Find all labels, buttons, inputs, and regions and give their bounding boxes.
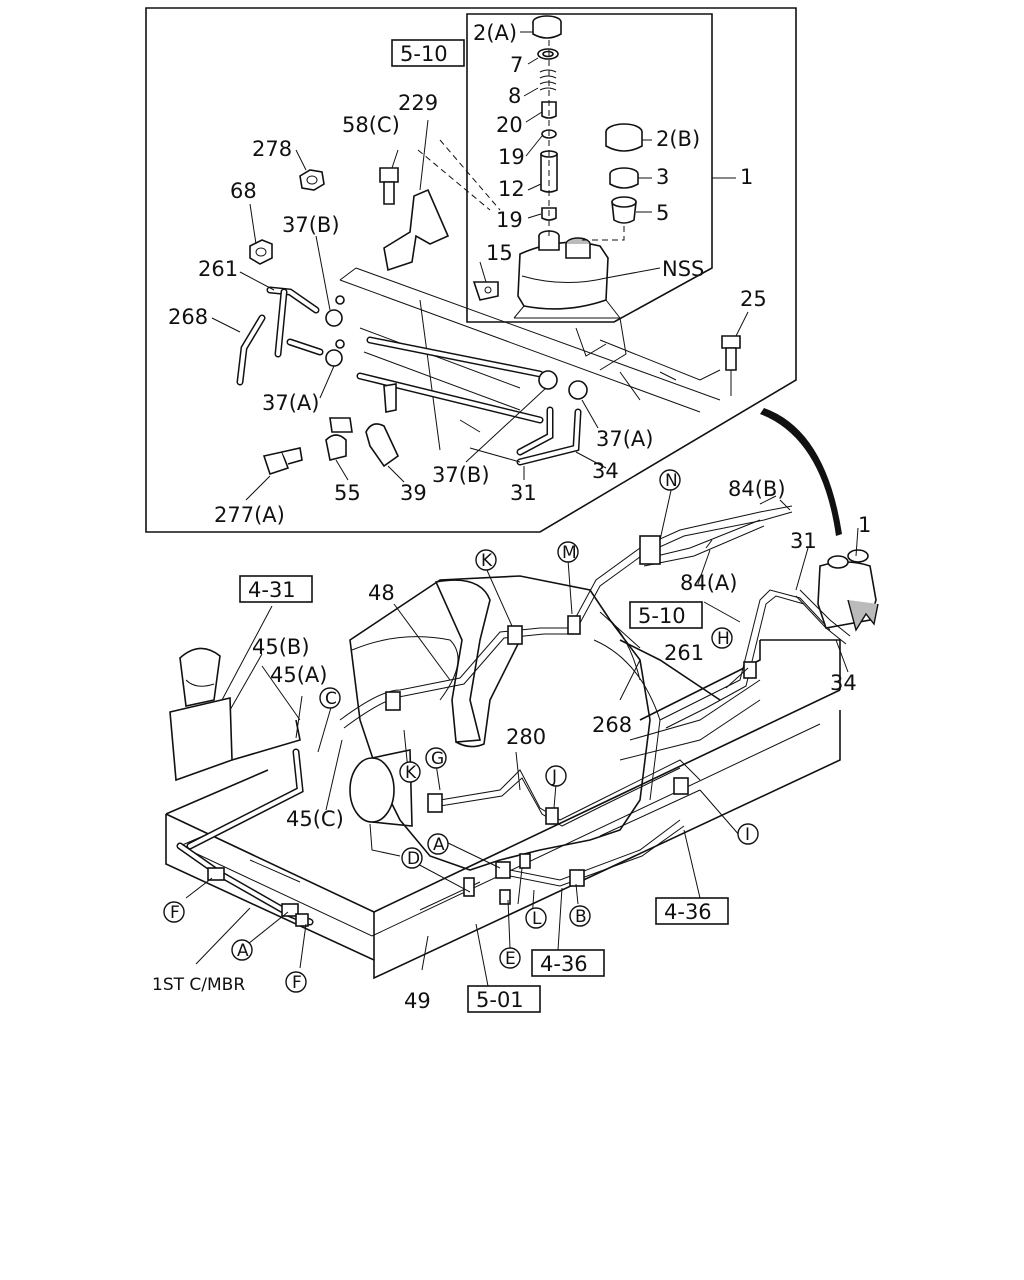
main-part-labels: 48 45(B) 45(A) 45(C) 84(B) 84(A) 31 1 34… <box>152 477 871 1013</box>
label-48: 48 <box>368 581 395 605</box>
callout-j: J <box>551 767 557 787</box>
label-31-main: 31 <box>790 529 817 553</box>
callout-c: C <box>325 689 337 709</box>
callout-a-left: A <box>237 941 249 961</box>
label-278: 278 <box>252 137 292 161</box>
label-68: 68 <box>230 179 257 203</box>
label-3: 3 <box>656 165 669 189</box>
label-19-upper: 19 <box>498 145 525 169</box>
label-25: 25 <box>740 287 767 311</box>
callout-f-bottom: F <box>292 973 302 993</box>
inset-reference-boxes: 5-10 <box>391 39 465 67</box>
label-1-inset: 1 <box>740 165 753 189</box>
callout-m: M <box>562 543 577 563</box>
callout-a-mid: A <box>433 835 445 855</box>
label-15: 15 <box>486 241 513 265</box>
label-261-inset: 261 <box>198 257 238 281</box>
label-19-lower: 19 <box>496 208 523 232</box>
label-55: 55 <box>334 481 361 505</box>
main-reservoir <box>795 549 879 645</box>
inset-leader-lines <box>211 31 749 501</box>
label-8: 8 <box>508 84 521 108</box>
callout-h: H <box>717 629 730 649</box>
callout-e: E <box>505 949 516 969</box>
inset-part-labels: 2(A) 7 8 20 19 12 19 2(B) 3 5 1 15 NSS 2… <box>168 21 767 527</box>
label-2a: 2(A) <box>473 21 517 45</box>
label-261-main: 261 <box>664 641 704 665</box>
main-leader-lines <box>185 485 859 987</box>
label-280: 280 <box>506 725 546 749</box>
inset-detail-frame <box>145 7 797 533</box>
label-45b: 45(B) <box>252 635 310 659</box>
label-39: 39 <box>400 481 427 505</box>
fuel-lines <box>176 505 831 927</box>
engine-and-transmission <box>169 575 721 871</box>
label-277a: 277(A) <box>214 503 285 527</box>
label-268-inset: 268 <box>168 305 208 329</box>
callout-d: D <box>407 849 420 869</box>
label-45c: 45(C) <box>286 807 344 831</box>
callout-k-top: K <box>481 551 493 571</box>
label-45a: 45(A) <box>270 663 327 687</box>
label-1-main: 1 <box>858 513 871 537</box>
callout-b: B <box>575 907 587 927</box>
label-58c: 58(C) <box>342 113 400 137</box>
inset-frame-and-hoses <box>236 149 721 476</box>
reservoir-exploded-parts <box>439 15 741 396</box>
label-49: 49 <box>404 989 431 1013</box>
label-37b-top: 37(B) <box>282 213 340 237</box>
label-37b-bottom: 37(B) <box>432 463 490 487</box>
circle-callouts: N K M C H K G J I A D L B E F A F <box>163 469 759 993</box>
label-12: 12 <box>498 177 525 201</box>
ref-box-5-01: 5-01 <box>476 988 524 1012</box>
label-268-main: 268 <box>592 713 632 737</box>
main-reference-boxes: 4-31 5-10 4-36 4-36 5-01 <box>239 575 729 1013</box>
label-37a-left: 37(A) <box>262 391 319 415</box>
label-5: 5 <box>656 201 669 225</box>
ref-box-5-10-main: 5-10 <box>638 604 686 628</box>
label-229: 229 <box>398 91 438 115</box>
label-34-inset: 34 <box>592 459 619 483</box>
label-7: 7 <box>510 53 523 77</box>
label-nss: NSS <box>662 257 704 281</box>
label-1st-cmbr: 1ST C/MBR <box>152 975 245 995</box>
label-31-inset: 31 <box>510 481 537 505</box>
label-84a: 84(A) <box>680 571 737 595</box>
ref-box-4-36-right: 4-36 <box>664 900 712 924</box>
callout-l: L <box>532 909 542 929</box>
detail-arrow <box>760 408 842 536</box>
label-2b: 2(B) <box>656 127 700 151</box>
ref-box-4-31: 4-31 <box>248 578 296 602</box>
ref-box-5-10-inset: 5-10 <box>400 42 448 66</box>
label-37a-right: 37(A) <box>596 427 653 451</box>
callout-k-low: K <box>405 763 417 783</box>
callout-f-left: F <box>170 903 180 923</box>
callout-i: I <box>745 825 750 845</box>
label-34-main: 34 <box>830 671 857 695</box>
label-20: 20 <box>496 113 523 137</box>
ref-box-4-36-mid: 4-36 <box>540 952 588 976</box>
label-84b: 84(B) <box>728 477 786 501</box>
callout-g: G <box>431 749 444 769</box>
callout-n: N <box>665 471 678 491</box>
